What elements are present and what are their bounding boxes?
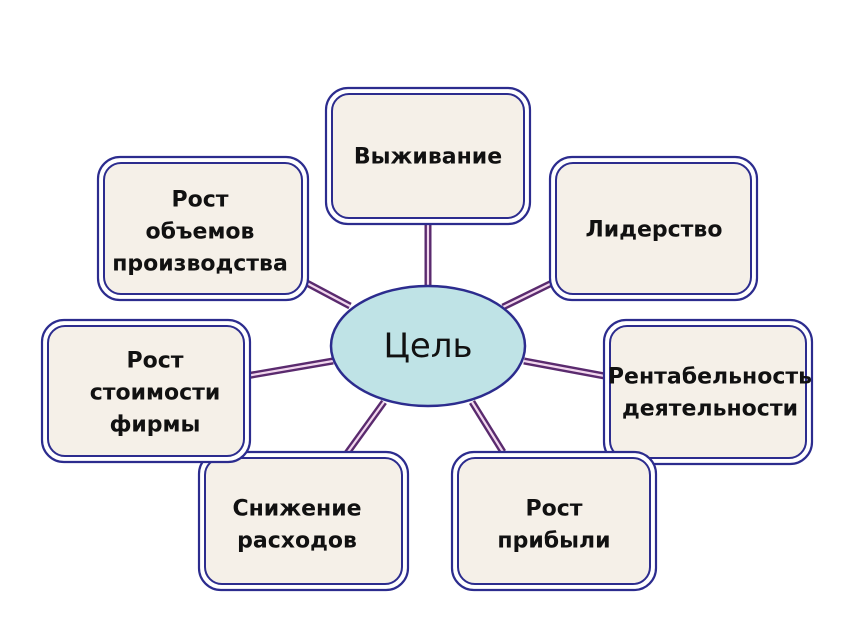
node-firm-value-growth: Рост стоимости фирмы <box>40 318 252 464</box>
connector-line-inner <box>502 280 557 308</box>
node-label-line: Снижение <box>232 497 361 522</box>
node-label-line: Лидерство <box>586 218 723 243</box>
connector-line-inner <box>245 359 334 378</box>
connector-line-inner <box>471 401 504 453</box>
node-label-line: Рост <box>171 188 228 213</box>
node-profit-growth: Рост прибыли <box>450 450 658 592</box>
connector-line-inner <box>344 401 385 457</box>
node-frame-inner <box>47 325 245 457</box>
connector-production-growth <box>301 277 352 310</box>
connectors <box>245 224 611 459</box>
connector-cost-reduction <box>342 399 387 459</box>
node-frame-inner <box>103 162 303 295</box>
connector-line-inner <box>523 359 611 379</box>
center-ellipse <box>329 284 527 408</box>
node-label-line: Выживание <box>354 145 502 170</box>
node-label-line: прибыли <box>497 529 610 554</box>
center-node: Цель <box>329 284 527 408</box>
node-label-line: деятельности <box>622 397 798 422</box>
node-label-line: Рост <box>126 349 183 374</box>
node-frame-inner <box>555 162 752 295</box>
node-production-growth: Рост объемов производства <box>96 155 310 302</box>
connector-firm-value-growth <box>245 357 334 380</box>
node-label-line: объемов <box>146 220 255 245</box>
node-frame-inner <box>609 325 807 459</box>
node-label-line: Рентабельность <box>608 365 812 390</box>
connector-line-inner <box>302 280 351 307</box>
node-frame-inner <box>457 457 651 585</box>
connector-profit-growth <box>469 400 506 454</box>
node-frame-inner <box>204 457 403 585</box>
node-leadership: Лидерство <box>548 155 759 302</box>
node-cost-reduction: Снижение расходов <box>197 450 410 592</box>
node-profitability: Рентабельность деятельности <box>602 318 814 466</box>
connector-leadership <box>501 277 558 311</box>
node-label-line: производства <box>112 252 288 277</box>
connector-profitability <box>523 357 611 381</box>
center-label: Цель <box>383 326 472 366</box>
node-label-line: Рост <box>525 497 582 522</box>
node-survival: Выживание <box>324 86 532 226</box>
node-label-line: стоимости <box>90 381 221 406</box>
node-frame-inner <box>331 93 525 219</box>
node-label-line: расходов <box>237 529 357 554</box>
node-label-line: фирмы <box>110 413 201 438</box>
